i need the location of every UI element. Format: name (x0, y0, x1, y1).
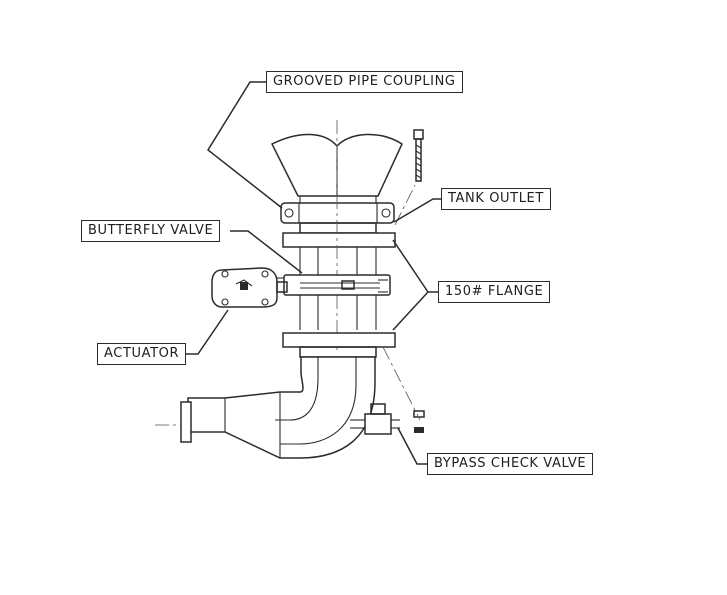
tank-outlet-hopper (270, 133, 403, 204)
label-bypass-check-valve: BYPASS CHECK VALVE (427, 453, 594, 475)
flange-bolt (413, 129, 424, 182)
label-grooved-pipe-coupling: GROOVED PIPE COUPLING (266, 71, 463, 93)
label-butterfly-valve: BUTTERFLY VALVE (81, 220, 221, 242)
upper-flange (282, 120, 396, 350)
grooved-pipe-coupling (280, 202, 395, 234)
lower-flange (282, 332, 396, 358)
actuator-body (211, 267, 288, 308)
projection-line (382, 346, 421, 421)
elbow-outlet-pipe (180, 356, 376, 459)
bypass-check-valve (350, 403, 425, 435)
butterfly-valve-body (276, 274, 391, 296)
label-actuator: ACTUATOR (97, 343, 187, 365)
projection-line (394, 184, 416, 226)
label-150-flange: 150# FLANGE (438, 281, 551, 303)
label-tank-outlet: TANK OUTLET (441, 188, 551, 210)
leader-lines (183, 81, 446, 465)
